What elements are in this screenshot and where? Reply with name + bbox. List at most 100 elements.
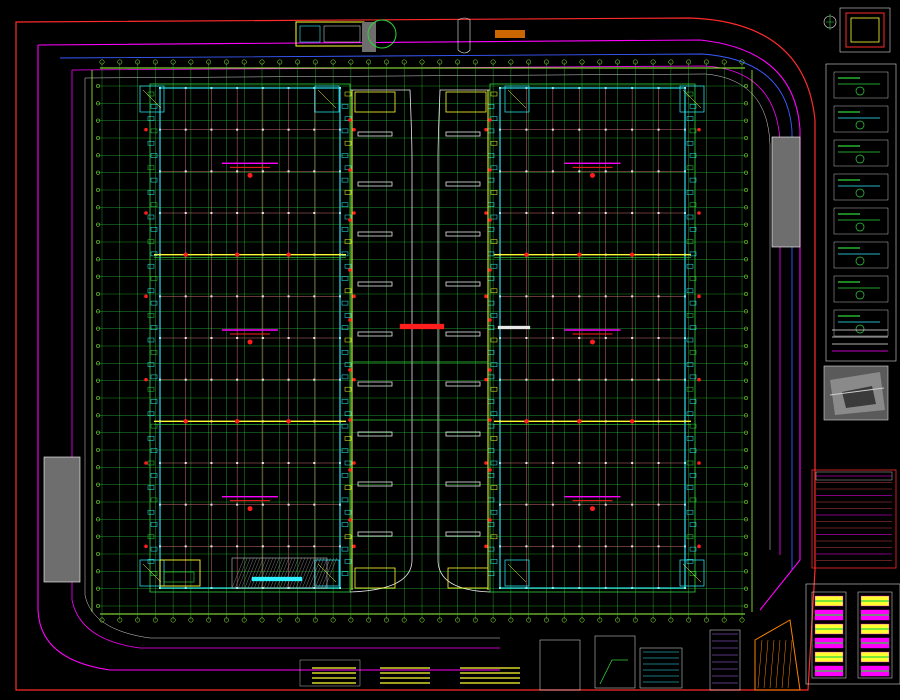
axis-bubble (206, 59, 212, 65)
column (210, 545, 213, 548)
column (578, 462, 581, 464)
ramp-hatch (763, 639, 769, 689)
hydrant-point (352, 294, 356, 299)
axis-bubble (743, 153, 749, 158)
wall-detail (689, 374, 697, 380)
axis-bubble (472, 617, 478, 623)
hydrant-point (524, 252, 529, 257)
axis-bubble (543, 617, 549, 623)
axis-bubble (743, 326, 749, 331)
axis-bubble (401, 59, 407, 65)
axis-bubble (295, 59, 301, 65)
axis-bubble (743, 118, 749, 123)
ramp-hatch (781, 639, 787, 689)
stair-line (317, 89, 337, 109)
legend-item (833, 173, 889, 201)
wall-detail (147, 140, 155, 146)
equipment-room (159, 559, 201, 587)
column (287, 295, 290, 298)
axis-bubble (490, 617, 496, 623)
legend-item (833, 241, 889, 269)
detail-frame (594, 635, 636, 689)
hydrant-point (348, 168, 352, 172)
axis-bubble (543, 59, 549, 65)
wall-detail (147, 559, 155, 564)
column (236, 212, 239, 214)
hatch-line (238, 557, 251, 589)
hydrant-point (144, 461, 148, 465)
column (657, 337, 660, 339)
axis-bubble (170, 59, 176, 65)
axis-bubble (95, 482, 101, 487)
hydrant-point (697, 127, 701, 132)
axis-bubble (668, 617, 674, 623)
wall-detail (689, 448, 697, 453)
parking-strip-left (43, 456, 81, 583)
hydrant-point (348, 368, 352, 372)
wall-detail (150, 276, 158, 281)
axis-bubble (743, 309, 749, 314)
axis-bubble (95, 430, 101, 435)
wall-detail (150, 497, 158, 503)
column (236, 545, 239, 548)
section-frame (857, 591, 893, 679)
hatch-line (289, 557, 302, 589)
stair-core (139, 85, 165, 113)
column (210, 462, 213, 464)
magenta-road-outer (37, 39, 801, 671)
axis-bubble (508, 59, 514, 65)
column (525, 503, 528, 506)
column (525, 128, 528, 131)
column (184, 545, 187, 548)
column (184, 295, 187, 298)
photo-panel (823, 365, 889, 421)
column (210, 128, 213, 131)
wall-detail (686, 386, 694, 392)
column (184, 378, 187, 381)
axis-bubble (743, 83, 749, 89)
axis-bubble (277, 59, 283, 65)
column (261, 545, 264, 548)
axis-bubble (597, 59, 603, 65)
wall-detail (686, 91, 694, 97)
wall-detail (490, 190, 498, 195)
wall-detail (341, 202, 349, 207)
axis-bubble (437, 59, 443, 65)
column (313, 170, 316, 173)
column (313, 128, 316, 131)
loading-dock-door (357, 231, 393, 237)
axis-bubble (455, 59, 461, 65)
axis-bubble (95, 603, 101, 609)
wall-detail (490, 436, 498, 441)
structural-grid (91, 59, 753, 623)
wall-detail (686, 337, 694, 343)
ramp-detail (754, 619, 801, 691)
stair-line (507, 89, 527, 109)
wall-detail (150, 153, 158, 158)
axis-bubble (703, 59, 709, 65)
axis-bubble (743, 499, 749, 505)
axis-bubble (95, 83, 101, 89)
hydrant-point (629, 252, 635, 257)
wall-detail (147, 239, 155, 244)
column (184, 462, 187, 464)
axis-bubble (721, 617, 727, 623)
axis-bubble (743, 447, 749, 453)
axis-bubble (561, 617, 567, 623)
legend-item (833, 105, 889, 133)
column (578, 295, 581, 298)
hydrant-point (488, 418, 492, 422)
axis-bubble (206, 617, 212, 623)
hydrant-point (488, 218, 492, 222)
hatch-line (273, 557, 286, 589)
column (261, 503, 264, 506)
axis-bubble (95, 135, 101, 141)
hatch-line (286, 557, 299, 589)
axis-bubble (743, 187, 749, 193)
axis-bubble (743, 361, 749, 366)
hydrant-point (348, 118, 352, 122)
column (578, 337, 581, 339)
wall-detail (686, 116, 694, 121)
axis-bubble (743, 534, 749, 539)
wall-detail (150, 473, 158, 478)
